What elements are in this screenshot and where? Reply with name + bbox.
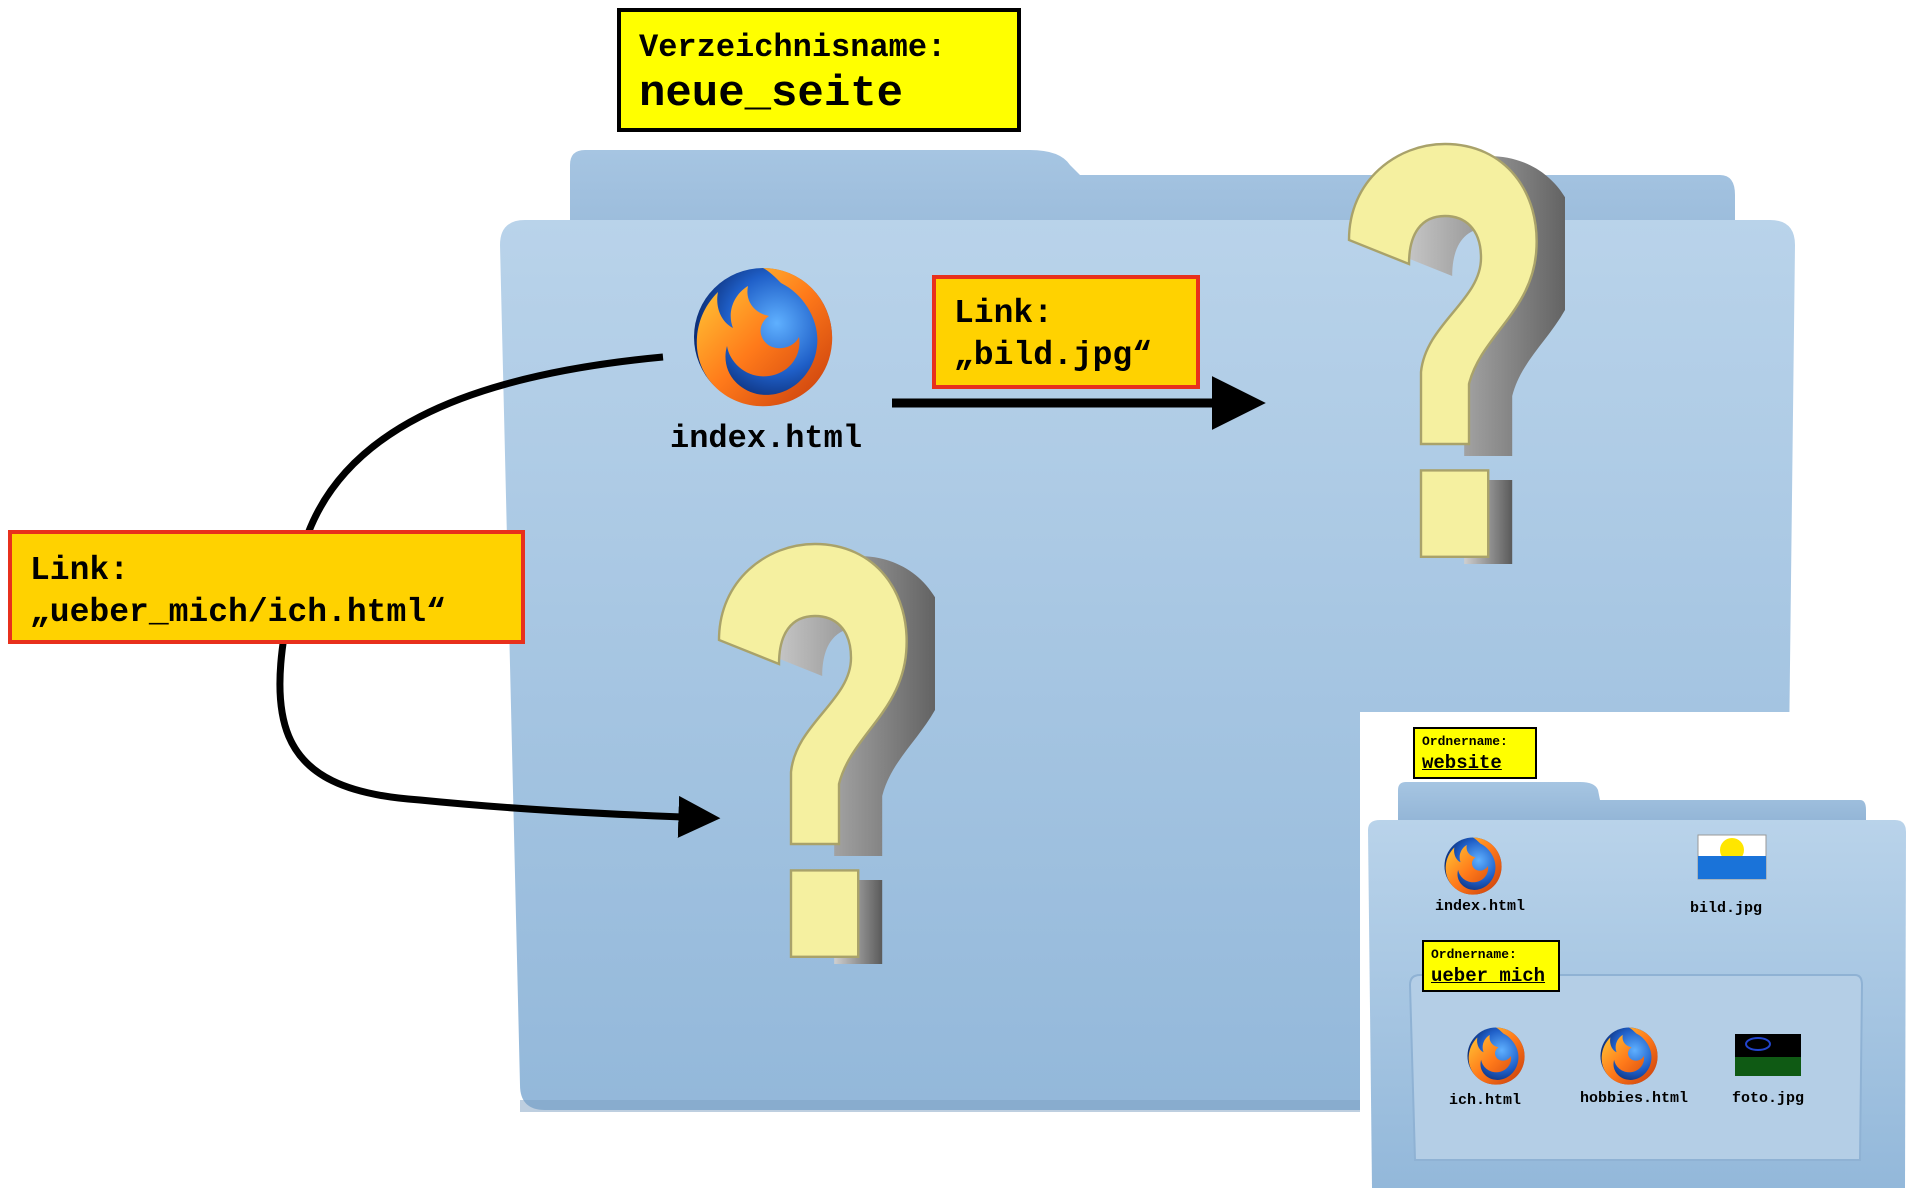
link-target: „ueber_mich/ich.html“ [30, 594, 446, 631]
link-box-image: Link: „bild.jpg“ [932, 275, 1200, 389]
subfolder-caption: Ordnername: [1431, 947, 1517, 962]
subfolder-file-label: ich.html [1449, 1092, 1522, 1109]
firefox-icon [694, 268, 833, 407]
photo-file-icon [1735, 1034, 1801, 1076]
link-target: „bild.jpg“ [954, 337, 1153, 374]
mini-folder-name-box: Ordnername: website [1413, 727, 1537, 779]
mini-folder-panel [1360, 712, 1910, 1188]
subfolder-name-box: Ordnername: ueber_mich [1422, 940, 1560, 992]
folder-name-caption: Verzeichnisname: [639, 29, 947, 66]
file-label-index: index.html [670, 420, 863, 457]
link-arrow-page [276, 353, 721, 838]
firefox-icon [1467, 1027, 1525, 1085]
subfolder-file-label: hobbies.html [1580, 1090, 1689, 1107]
image-file-icon [1697, 834, 1767, 880]
mini-file-label: index.html [1435, 898, 1526, 915]
link-caption: Link: [954, 295, 1054, 332]
mini-folder-caption: Ordnername: [1422, 734, 1508, 749]
mini-file-label: bild.jpg [1690, 900, 1763, 917]
folder-name: neue_seite [639, 69, 904, 119]
firefox-icon [1444, 837, 1502, 895]
link-box-page: Link: „ueber_mich/ich.html“ [8, 530, 525, 644]
link-caption: Link: [30, 552, 130, 589]
firefox-icon [1600, 1027, 1658, 1085]
mini-folder-name: website [1422, 752, 1502, 774]
subfolder-file-label: foto.jpg [1732, 1090, 1805, 1107]
subfolder-name: ueber_mich [1431, 965, 1546, 987]
folder-name-box: Verzeichnisname: neue_seite [617, 8, 1021, 132]
